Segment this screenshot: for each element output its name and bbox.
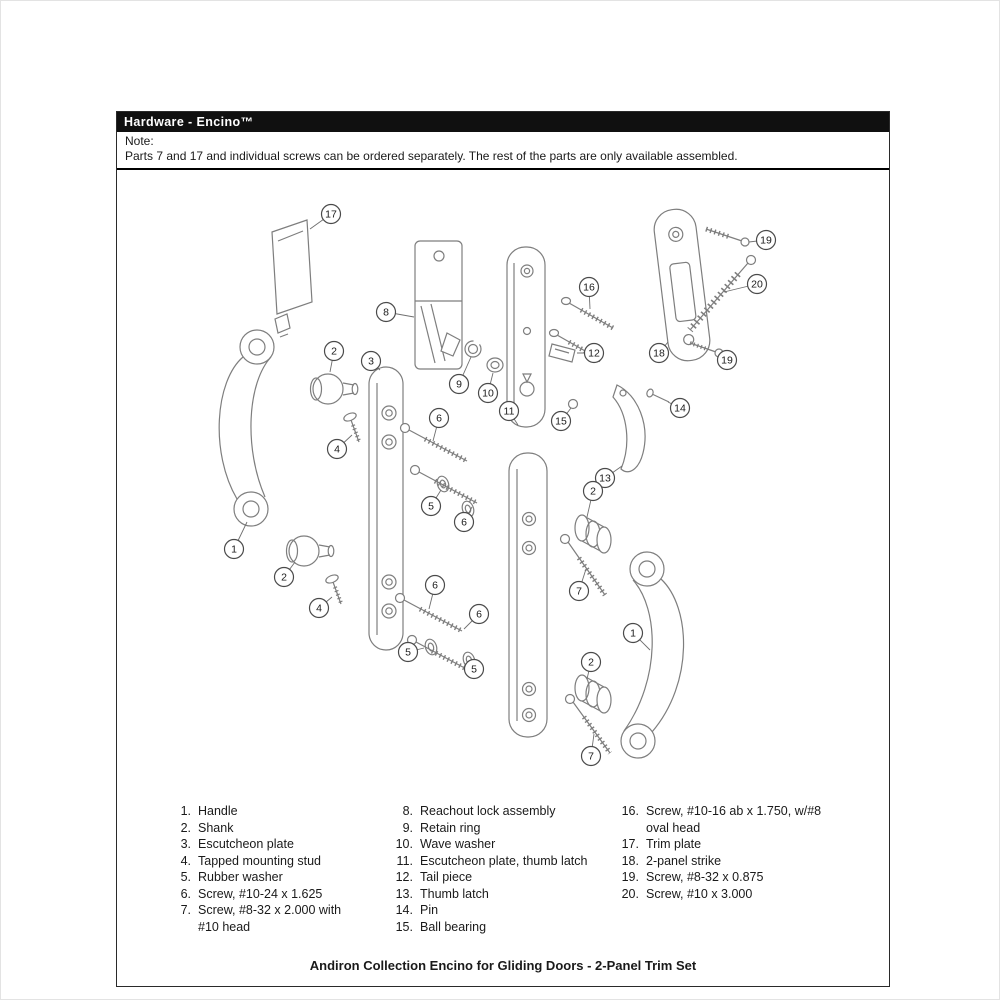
part-number: 8.: [402, 804, 413, 818]
part-number: 15.: [395, 919, 413, 934]
part-number: 16.: [621, 804, 639, 818]
part-number: 17.: [621, 837, 639, 851]
parts-list-item: 2. Shank: [167, 820, 427, 837]
parts-list-item: 5. Rubber washer: [167, 869, 427, 886]
part-text: Screw, #10 x 3.000: [646, 886, 753, 901]
part-text: Pin: [420, 903, 439, 917]
part-number: 18.: [621, 853, 639, 868]
parts-column-3: 16. Screw, #10-16 ab x 1.750, w/#8 oval he…: [615, 803, 875, 902]
part-number: 2.: [180, 820, 191, 835]
part-number: 4.: [180, 853, 191, 868]
parts-list-item: 1. Handle: [167, 803, 427, 820]
parts-column-1: 1. Handle 2. Shank 3. Escutcheon plate 4. Tappe…: [167, 803, 427, 935]
part-text: Wave washer: [420, 837, 496, 851]
part-text: oval head: [646, 820, 701, 835]
part-number: 11.: [396, 853, 413, 868]
part-number: 1.: [180, 804, 191, 818]
note-label: Note:: [125, 134, 154, 148]
part-number: 10.: [395, 837, 413, 851]
part-number: 3.: [180, 837, 191, 851]
part-text: Screw, #10-16 ab x 1.750, w/#8: [646, 804, 822, 818]
parts-list-item: 10. Wave washer: [389, 836, 649, 853]
part-number: 12.: [395, 870, 413, 884]
parts-list-item: 20. Screw, #10 x 3.000: [615, 886, 875, 903]
parts-list-item: 19. Screw, #8-32 x 0.875: [615, 869, 875, 886]
page-title: Hardware - Encino™: [124, 115, 254, 129]
part-text: Rubber washer: [198, 870, 283, 884]
parts-list-item: 18. 2-panel strike: [615, 853, 875, 870]
part-text: Handle: [198, 804, 238, 818]
part-text: Screw, #8-32 x 2.000 with: [198, 903, 342, 917]
part-text: Reachout lock assembly: [420, 804, 556, 818]
part-text: Trim plate: [646, 837, 702, 851]
footer-title: Andiron Collection Encino for Gliding Do…: [309, 958, 697, 973]
part-number: 20.: [621, 886, 639, 901]
part-text: Ball bearing: [420, 919, 487, 934]
parts-list-item: 13. Thumb latch: [389, 886, 649, 903]
part-number: 5.: [180, 870, 191, 884]
parts-list-item: 6. Screw, #10-24 x 1.625: [167, 886, 427, 903]
note-section: Note: Parts 7 and 17 and individual scre…: [117, 132, 889, 170]
part-number: 13.: [395, 886, 413, 901]
part-text: 2-panel strike: [646, 853, 722, 868]
parts-list-item: 14. Pin: [389, 902, 649, 919]
parts-list: 1. Handle 2. Shank 3. Escutcheon plate 4. Tappe…: [1, 803, 999, 953]
part-number: [167, 919, 191, 936]
parts-list-item: 17. Trim plate: [615, 836, 875, 853]
part-text: #10 head: [198, 919, 251, 934]
part-number: 19.: [621, 870, 639, 884]
header-bar: Hardware - Encino™: [117, 112, 889, 132]
parts-list-item: 16. Screw, #10-16 ab x 1.750, w/#8: [615, 803, 875, 820]
part-number: 7.: [180, 903, 191, 917]
parts-list-item: 12. Tail piece: [389, 869, 649, 886]
part-number: 14.: [395, 903, 413, 917]
part-text: Tapped mounting stud: [198, 853, 322, 868]
note-text: Parts 7 and 17 and individual screws can…: [125, 149, 738, 163]
part-text: Thumb latch: [420, 886, 489, 901]
part-text: Escutcheon plate, thumb latch: [420, 853, 588, 868]
part-text: Shank: [198, 820, 234, 835]
part-number: 6.: [180, 886, 191, 901]
part-number: 9.: [402, 820, 413, 835]
part-text: Tail piece: [420, 870, 473, 884]
parts-list-item: 9. Retain ring: [389, 820, 649, 837]
part-text: Screw, #8-32 x 0.875: [646, 870, 764, 884]
part-number: [615, 820, 639, 837]
parts-list-item: 3. Escutcheon plate: [167, 836, 427, 853]
parts-list-item: 15. Ball bearing: [389, 919, 649, 936]
part-text: Screw, #10-24 x 1.625: [198, 886, 323, 901]
parts-list-item-continuation: oval head: [615, 820, 875, 837]
parts-list-item: 8. Reachout lock assembly: [389, 803, 649, 820]
parts-list-item-continuation: #10 head: [167, 919, 427, 936]
part-text: Retain ring: [420, 820, 481, 835]
parts-list-item: 4. Tapped mounting stud: [167, 853, 427, 870]
part-text: Escutcheon plate: [198, 837, 294, 851]
parts-list-item: 11. Escutcheon plate, thumb latch: [389, 853, 649, 870]
parts-list-item: 7. Screw, #8-32 x 2.000 with: [167, 902, 427, 919]
